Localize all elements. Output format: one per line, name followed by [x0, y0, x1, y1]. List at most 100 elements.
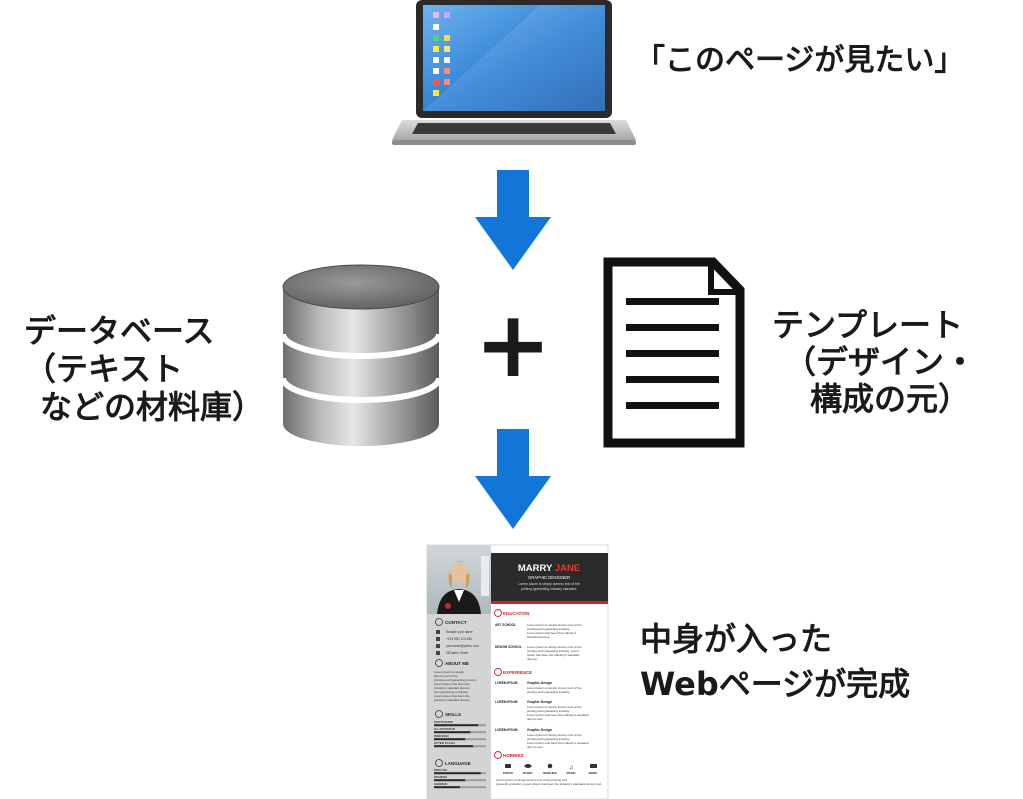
level-label: ILLUSTRATOR — [434, 727, 456, 731]
svg-text:BOWLING: BOWLING — [543, 771, 557, 775]
down-arrow-icon — [475, 429, 551, 529]
svg-text:Lorem Ipsum has been the indus: Lorem Ipsum has been the industry's stan… — [527, 741, 589, 745]
svg-text:MUSIC: MUSIC — [566, 771, 575, 775]
svg-text:Lorem Ipsum is simply dummy te: Lorem Ipsum is simply dummy text of the — [527, 686, 582, 690]
svg-text:LANGUAGE: LANGUAGE — [445, 761, 471, 766]
book-icon — [590, 764, 597, 768]
document-icon — [603, 257, 745, 448]
svg-text:+123 950 123 456: +123 950 123 456 — [446, 637, 472, 641]
svg-text:industry's standard dummy.: industry's standard dummy. — [434, 698, 471, 702]
svg-text:dummy.: dummy. — [527, 657, 538, 661]
svg-text:EDUCATION: EDUCATION — [503, 611, 529, 616]
svg-text:printing and typesetting indus: printing and typesetting industry. — [527, 737, 570, 741]
level-fill — [434, 779, 466, 782]
svg-text:dummy text of the: dummy text of the — [434, 674, 458, 678]
svg-text:industry's standard dummy: industry's standard dummy — [434, 686, 470, 690]
level-fill — [434, 738, 466, 741]
svg-text:Graphic Design: Graphic Design — [527, 728, 552, 732]
svg-text:Lorem Ipsum has been the: Lorem Ipsum has been the — [434, 694, 470, 698]
svg-text:Lorem Ipsum is simply dummy te: Lorem Ipsum is simply dummy text of the — [527, 733, 582, 737]
svg-text:CONTACT: CONTACT — [445, 620, 467, 625]
svg-text:dummy text.: dummy text. — [527, 745, 544, 749]
desktop-icons — [433, 12, 450, 96]
svg-text:Sample your name: Sample your name — [446, 630, 473, 634]
svg-text:LOREM IPSUM: LOREM IPSUM — [495, 700, 518, 704]
svg-text:printing and typesetting indus: printing and typesetting industry. Lorem — [527, 649, 580, 653]
level-fill — [434, 772, 481, 775]
laptop-icon — [392, 0, 636, 145]
svg-text:RUGBY: RUGBY — [523, 771, 533, 775]
resume-hobbies: HOBBIES ♫ PHOTO RUGBY BOWLING MUSIC BOOK… — [494, 751, 602, 786]
svg-text:text typesetting a industry.: text typesetting a industry. — [434, 690, 469, 694]
resume-name: MARRY JANE — [518, 563, 580, 574]
svg-text:Lorem Ipsum is simply dummy te: Lorem Ipsum is simply dummy text of the — [527, 645, 582, 649]
resume-skills: SKILLS PHOTOSHOP ILLUSTRATOR INDESIGN AFTER… — [434, 710, 486, 748]
resume-intro-1: Lorem ipsum is simply dummy text of the — [518, 582, 580, 586]
svg-text:♫: ♫ — [569, 765, 574, 771]
laptop-caption: 「このページが見たい」 — [635, 43, 964, 78]
rugby-ball-icon — [524, 764, 532, 768]
svg-text:printing and typesetting indus: printing and typesetting industry. — [434, 678, 477, 682]
level-label: SPANISH — [434, 775, 447, 779]
camera-icon — [505, 764, 511, 768]
svg-text:Lorem Ipsum is simply: Lorem Ipsum is simply — [434, 670, 464, 674]
level-label: ENGLISH — [434, 768, 447, 772]
svg-text:EXPERIENCE: EXPERIENCE — [503, 670, 532, 675]
result-label: 中身が入った Webページが完成 — [640, 620, 910, 703]
svg-text:Graphic Design: Graphic Design — [527, 700, 552, 704]
svg-text:LOREM IPSUM: LOREM IPSUM — [495, 728, 518, 732]
svg-text:typesetting industry. Lorem Ip: typesetting industry. Lorem Ipsum has be… — [496, 782, 602, 786]
svg-text:HOBBIES: HOBBIES — [503, 753, 524, 758]
level-label: PHOTOSHOP — [434, 720, 453, 724]
level-fill — [434, 786, 460, 789]
resume-contact: CONTACT Sample your name +123 950 123 45… — [435, 618, 479, 655]
svg-text:Graphic Design: Graphic Design — [527, 681, 552, 685]
svg-text:Lorem Ipsum is simply dummy te: Lorem Ipsum is simply dummy text of the … — [496, 778, 567, 782]
svg-text:Lorem Ipsum is simply dummy te: Lorem Ipsum is simply dummy text of the — [527, 705, 582, 709]
svg-text:dummy text.: dummy text. — [527, 717, 544, 721]
svg-text:Ipsum has been the industry's: Ipsum has been the industry's standard — [527, 653, 580, 657]
svg-text:Lorem Ipsum has been the indus: Lorem Ipsum has been the industry's stan… — [527, 713, 589, 717]
level-label: AFTER FLASH — [434, 741, 455, 745]
resume-language: LANGUAGE ENGLISH SPANISH GERMAN — [434, 759, 486, 789]
level-label: INDESIGN — [434, 734, 449, 738]
down-arrow-icon — [475, 170, 551, 270]
level-fill — [434, 745, 473, 748]
resume-intro-2: printing typesetting industry standard. — [521, 587, 577, 591]
level-fill — [434, 724, 479, 727]
resume-experience: EXPERIENCE LOREM IPSUM Graphic Design Lo… — [494, 668, 589, 749]
database-label: データベース （テキスト などの材料庫） — [24, 312, 264, 426]
music-note-icon: ♫ — [569, 765, 574, 771]
svg-text:BOOK: BOOK — [589, 771, 597, 775]
svg-text:Lorem Ipsum has been the indus: Lorem Ipsum has been the industry's — [527, 631, 577, 635]
template-label: テンプレート （デザイン・ 構成の元） — [772, 306, 987, 418]
level-label: GERMAN — [434, 782, 447, 786]
laptop-keyboard — [412, 123, 616, 134]
plus-sign: + — [474, 291, 551, 398]
svg-text:printing and typesetting indus: printing and typesetting industry. — [527, 709, 570, 713]
svg-text:yourname@yahoo.com: yourname@yahoo.com — [446, 644, 479, 648]
resume-photo — [427, 548, 491, 614]
laptop-screen — [423, 5, 605, 111]
svg-text:08 Name Street: 08 Name Street — [446, 651, 468, 655]
resume-page: MARRY JANE GRAPHIC DESIGNER Lorem ipsum … — [426, 544, 609, 799]
resume-role: GRAPHIC DESIGNER — [528, 575, 570, 580]
svg-text:SKILLS: SKILLS — [445, 712, 461, 717]
resume-about: ABOUT ME Lorem Ipsum is simply dummy tex… — [434, 659, 477, 702]
database-icon — [280, 264, 442, 446]
svg-text:ABOUT ME: ABOUT ME — [445, 661, 469, 666]
svg-text:standard dummy.: standard dummy. — [527, 635, 550, 639]
svg-text:Lorem Ipsum has been the: Lorem Ipsum has been the — [434, 682, 470, 686]
svg-text:ART SCHOOL: ART SCHOOL — [495, 623, 516, 627]
resume-education: EDUCATION ART SCHOOL Lorem Ipsum is simp… — [494, 609, 582, 661]
svg-text:Lorem Ipsum is simply dummy te: Lorem Ipsum is simply dummy text of the — [527, 623, 582, 627]
resume-header — [491, 553, 608, 601]
level-fill — [434, 731, 471, 734]
svg-text:PHOTO: PHOTO — [503, 771, 514, 775]
svg-text:DESIGN SCHOOL: DESIGN SCHOOL — [495, 645, 522, 649]
svg-text:printing and typesetting indus: printing and typesetting industry. — [527, 627, 570, 631]
bowling-icon — [547, 763, 553, 769]
svg-text:printing and typesetting indus: printing and typesetting industry. — [527, 690, 570, 694]
svg-text:LOREM IPSUM: LOREM IPSUM — [495, 681, 518, 685]
